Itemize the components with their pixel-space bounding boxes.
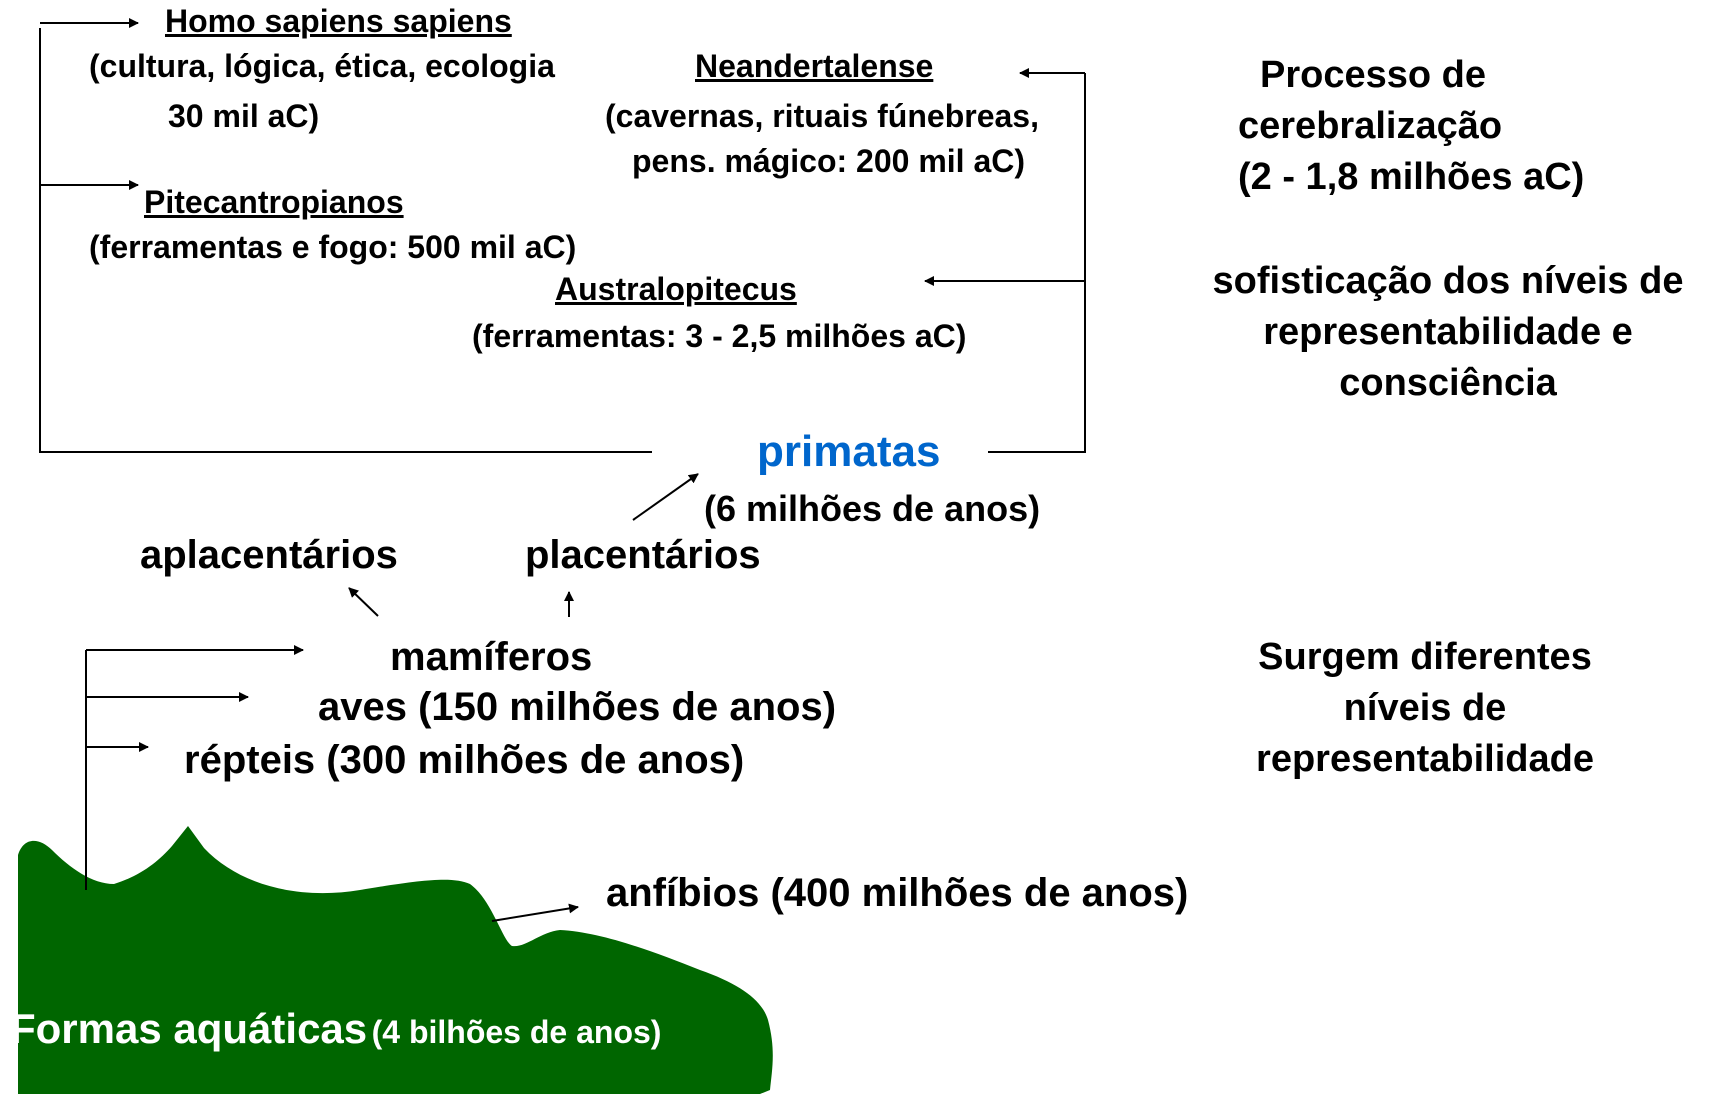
- neandertalense-title: Neandertalense: [695, 48, 934, 84]
- australopitecus-title: Australopitecus: [555, 271, 797, 307]
- note-sofisticacao: sofisticação dos níveis de representabil…: [1178, 256, 1718, 409]
- pitecantropianos-title: Pitecantropianos: [144, 184, 404, 220]
- note-surgem-line-1: Surgem diferentes: [1258, 636, 1592, 678]
- anfibios-label: anfíbios (400 milhões de anos): [606, 871, 1189, 915]
- right-bracket-line: [988, 73, 1086, 453]
- left-bracket-line: [39, 28, 652, 453]
- mamiferos-label: mamíferos: [390, 635, 593, 679]
- arrow-to-primatas: [632, 473, 699, 521]
- primatas-detail: (6 milhões de anos): [704, 488, 1041, 529]
- note-sofisticacao-line-3: consciência: [1339, 362, 1557, 404]
- note-surgem-line-3: representabilidade: [1256, 738, 1594, 780]
- neandertalense-detail-2: pens. mágico: 200 mil aC): [632, 143, 1026, 179]
- aquatic-water-shape: [18, 826, 773, 1094]
- pitecantropianos-detail: (ferramentas e fogo: 500 mil aC): [89, 229, 577, 265]
- arrow-to-aplacentarios: [348, 587, 379, 617]
- australopitecus-detail: (ferramentas: 3 - 2,5 milhões aC): [472, 318, 967, 354]
- aquatic-forms-label: Formas aquáticas (4 bilhões de anos): [10, 1005, 770, 1055]
- note-cerebralizacao-line-1: Processo de: [1260, 54, 1486, 96]
- aquatic-forms-title: Formas aquáticas: [10, 1005, 368, 1052]
- homo-sapiens-title: Homo sapiens sapiens: [165, 3, 512, 39]
- note-surgem-line-2: níveis de: [1343, 687, 1507, 729]
- note-cerebralizacao-line-2: cerebralização: [1238, 105, 1503, 147]
- placentarios-label: placentários: [525, 533, 761, 577]
- repteis-label: répteis (300 milhões de anos): [184, 738, 745, 782]
- arrow-to-anfibios: [491, 903, 579, 922]
- neandertalense-detail-1: (cavernas, rituais fúnebreas,: [605, 98, 1039, 134]
- aves-label: aves (150 milhões de anos): [318, 685, 837, 729]
- aquatic-forms-detail: (4 bilhões de anos): [371, 1014, 662, 1050]
- note-sofisticacao-line-2: representabilidade e: [1263, 311, 1633, 353]
- aplacentarios-label: aplacentários: [140, 533, 398, 577]
- note-cerebralizacao-line-3: (2 - 1,8 milhões aC): [1238, 156, 1585, 198]
- homo-sapiens-detail-1: (cultura, lógica, ética, ecologia: [89, 48, 555, 84]
- note-surgem: Surgem diferentes níveis de representabi…: [1205, 632, 1645, 785]
- homo-sapiens-detail-2: 30 mil aC): [168, 98, 320, 134]
- note-sofisticacao-line-1: sofisticação dos níveis de: [1212, 260, 1684, 302]
- primatas-label: primatas: [757, 427, 941, 476]
- note-cerebralizacao: Processo de cerebralização (2 - 1,8 milh…: [1225, 50, 1645, 203]
